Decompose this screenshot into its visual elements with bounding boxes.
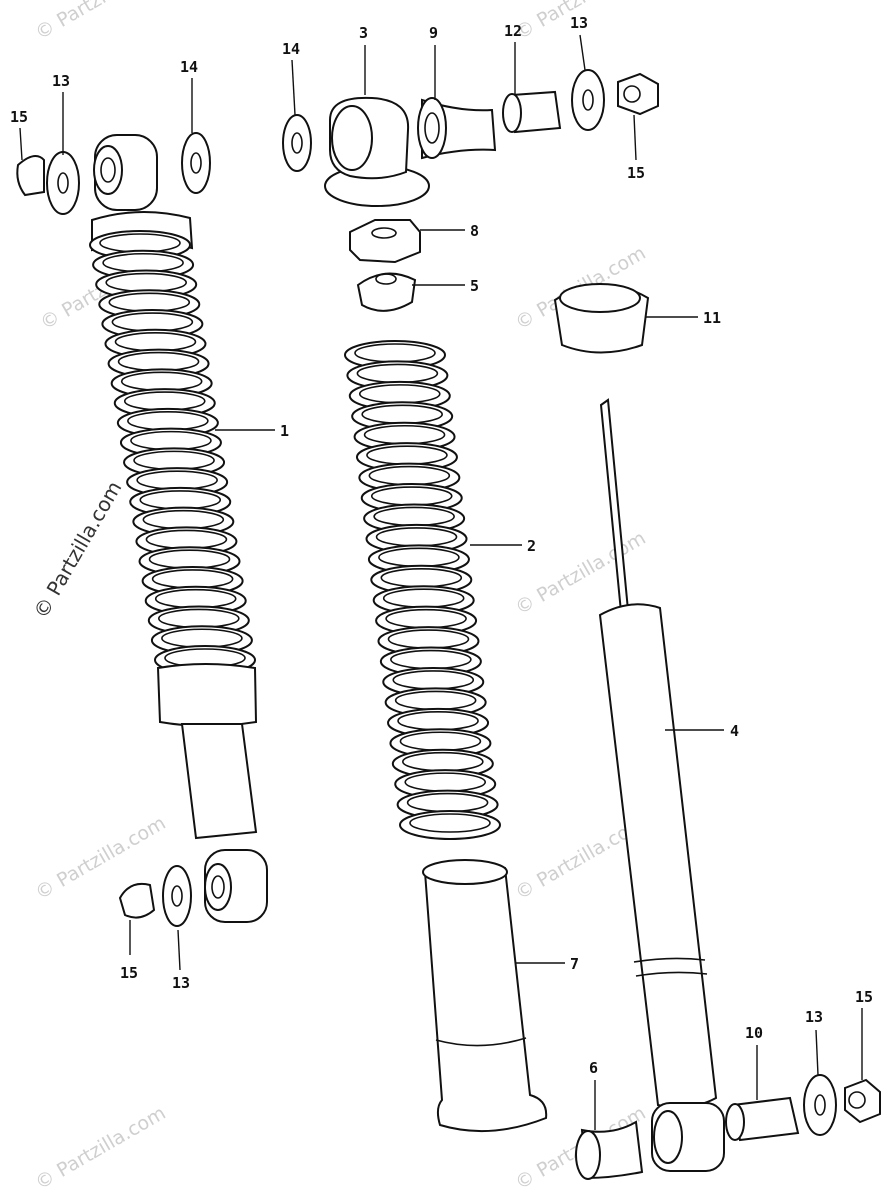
callout-1: 1: [280, 422, 289, 440]
part-13-washer-bottom-left: [162, 865, 192, 927]
callout-3: 3: [359, 24, 368, 42]
callout-12: 12: [504, 22, 522, 40]
part-12-collar: [502, 90, 562, 134]
part-13-washer-top-left: [46, 151, 80, 215]
leader-lines: [19, 34, 863, 1130]
part-15-nut-top-right: [617, 72, 659, 116]
callout-15: 15: [120, 964, 138, 982]
part-13-washer-top-right: [571, 69, 605, 131]
callout-6: 6: [589, 1059, 598, 1077]
part-11-spring-cap: [553, 283, 650, 354]
callout-9: 9: [429, 24, 438, 42]
callout-13: 13: [805, 1008, 823, 1026]
callout-2: 2: [527, 537, 536, 555]
part-1-rear-shock-assembly: [89, 134, 268, 923]
part-5-rubber-stopper: [356, 272, 417, 312]
part-4-damper-bottom-eye: [651, 1102, 725, 1172]
callout-10: 10: [745, 1024, 763, 1042]
spring-coil-inner: [409, 813, 491, 833]
callout-4: 4: [730, 722, 739, 740]
spring-coil: [399, 810, 501, 840]
part-10-collar: [725, 1096, 800, 1142]
callout-labels: 1 2 3 4 5 6 7 8 9 10 11 12 13 13 13 13 1…: [10, 14, 873, 1077]
part-3-spring-seat: [324, 96, 430, 207]
callout-15: 15: [10, 108, 28, 126]
part-2-spring: [344, 340, 501, 840]
part-9-bushing: [417, 97, 497, 160]
part-13-washer-bottom-right: [803, 1074, 837, 1136]
part-15-cap-nut-bottom-left: [118, 882, 156, 919]
callout-13: 13: [570, 14, 588, 32]
callout-8: 8: [470, 222, 479, 240]
callout-11: 11: [703, 309, 721, 327]
watermark-dark: © Partzilla.com: [29, 477, 127, 623]
part-14-washer-right: [282, 114, 312, 172]
callout-7: 7: [570, 955, 579, 973]
part-6-bushing: [575, 1120, 644, 1180]
watermark: © Partzilla.com: [32, 0, 170, 44]
callout-15: 15: [627, 164, 645, 182]
callout-13: 13: [52, 72, 70, 90]
watermark: © Partzilla.com: [32, 1102, 170, 1194]
spring-coils: [89, 230, 256, 675]
part-14-washer-left: [181, 132, 211, 194]
part-4-damper-unit: [598, 398, 718, 1109]
callout-14: 14: [180, 58, 198, 76]
callout-14: 14: [282, 40, 300, 58]
part-8-locknut: [349, 219, 421, 264]
callout-15: 15: [855, 988, 873, 1006]
part-7-spring-cover: [422, 859, 548, 1133]
part-15-nut-bottom-right: [844, 1078, 881, 1124]
callout-5: 5: [470, 277, 479, 295]
callout-13: 13: [172, 974, 190, 992]
part-15-cap-nut-top-left: [16, 155, 45, 197]
